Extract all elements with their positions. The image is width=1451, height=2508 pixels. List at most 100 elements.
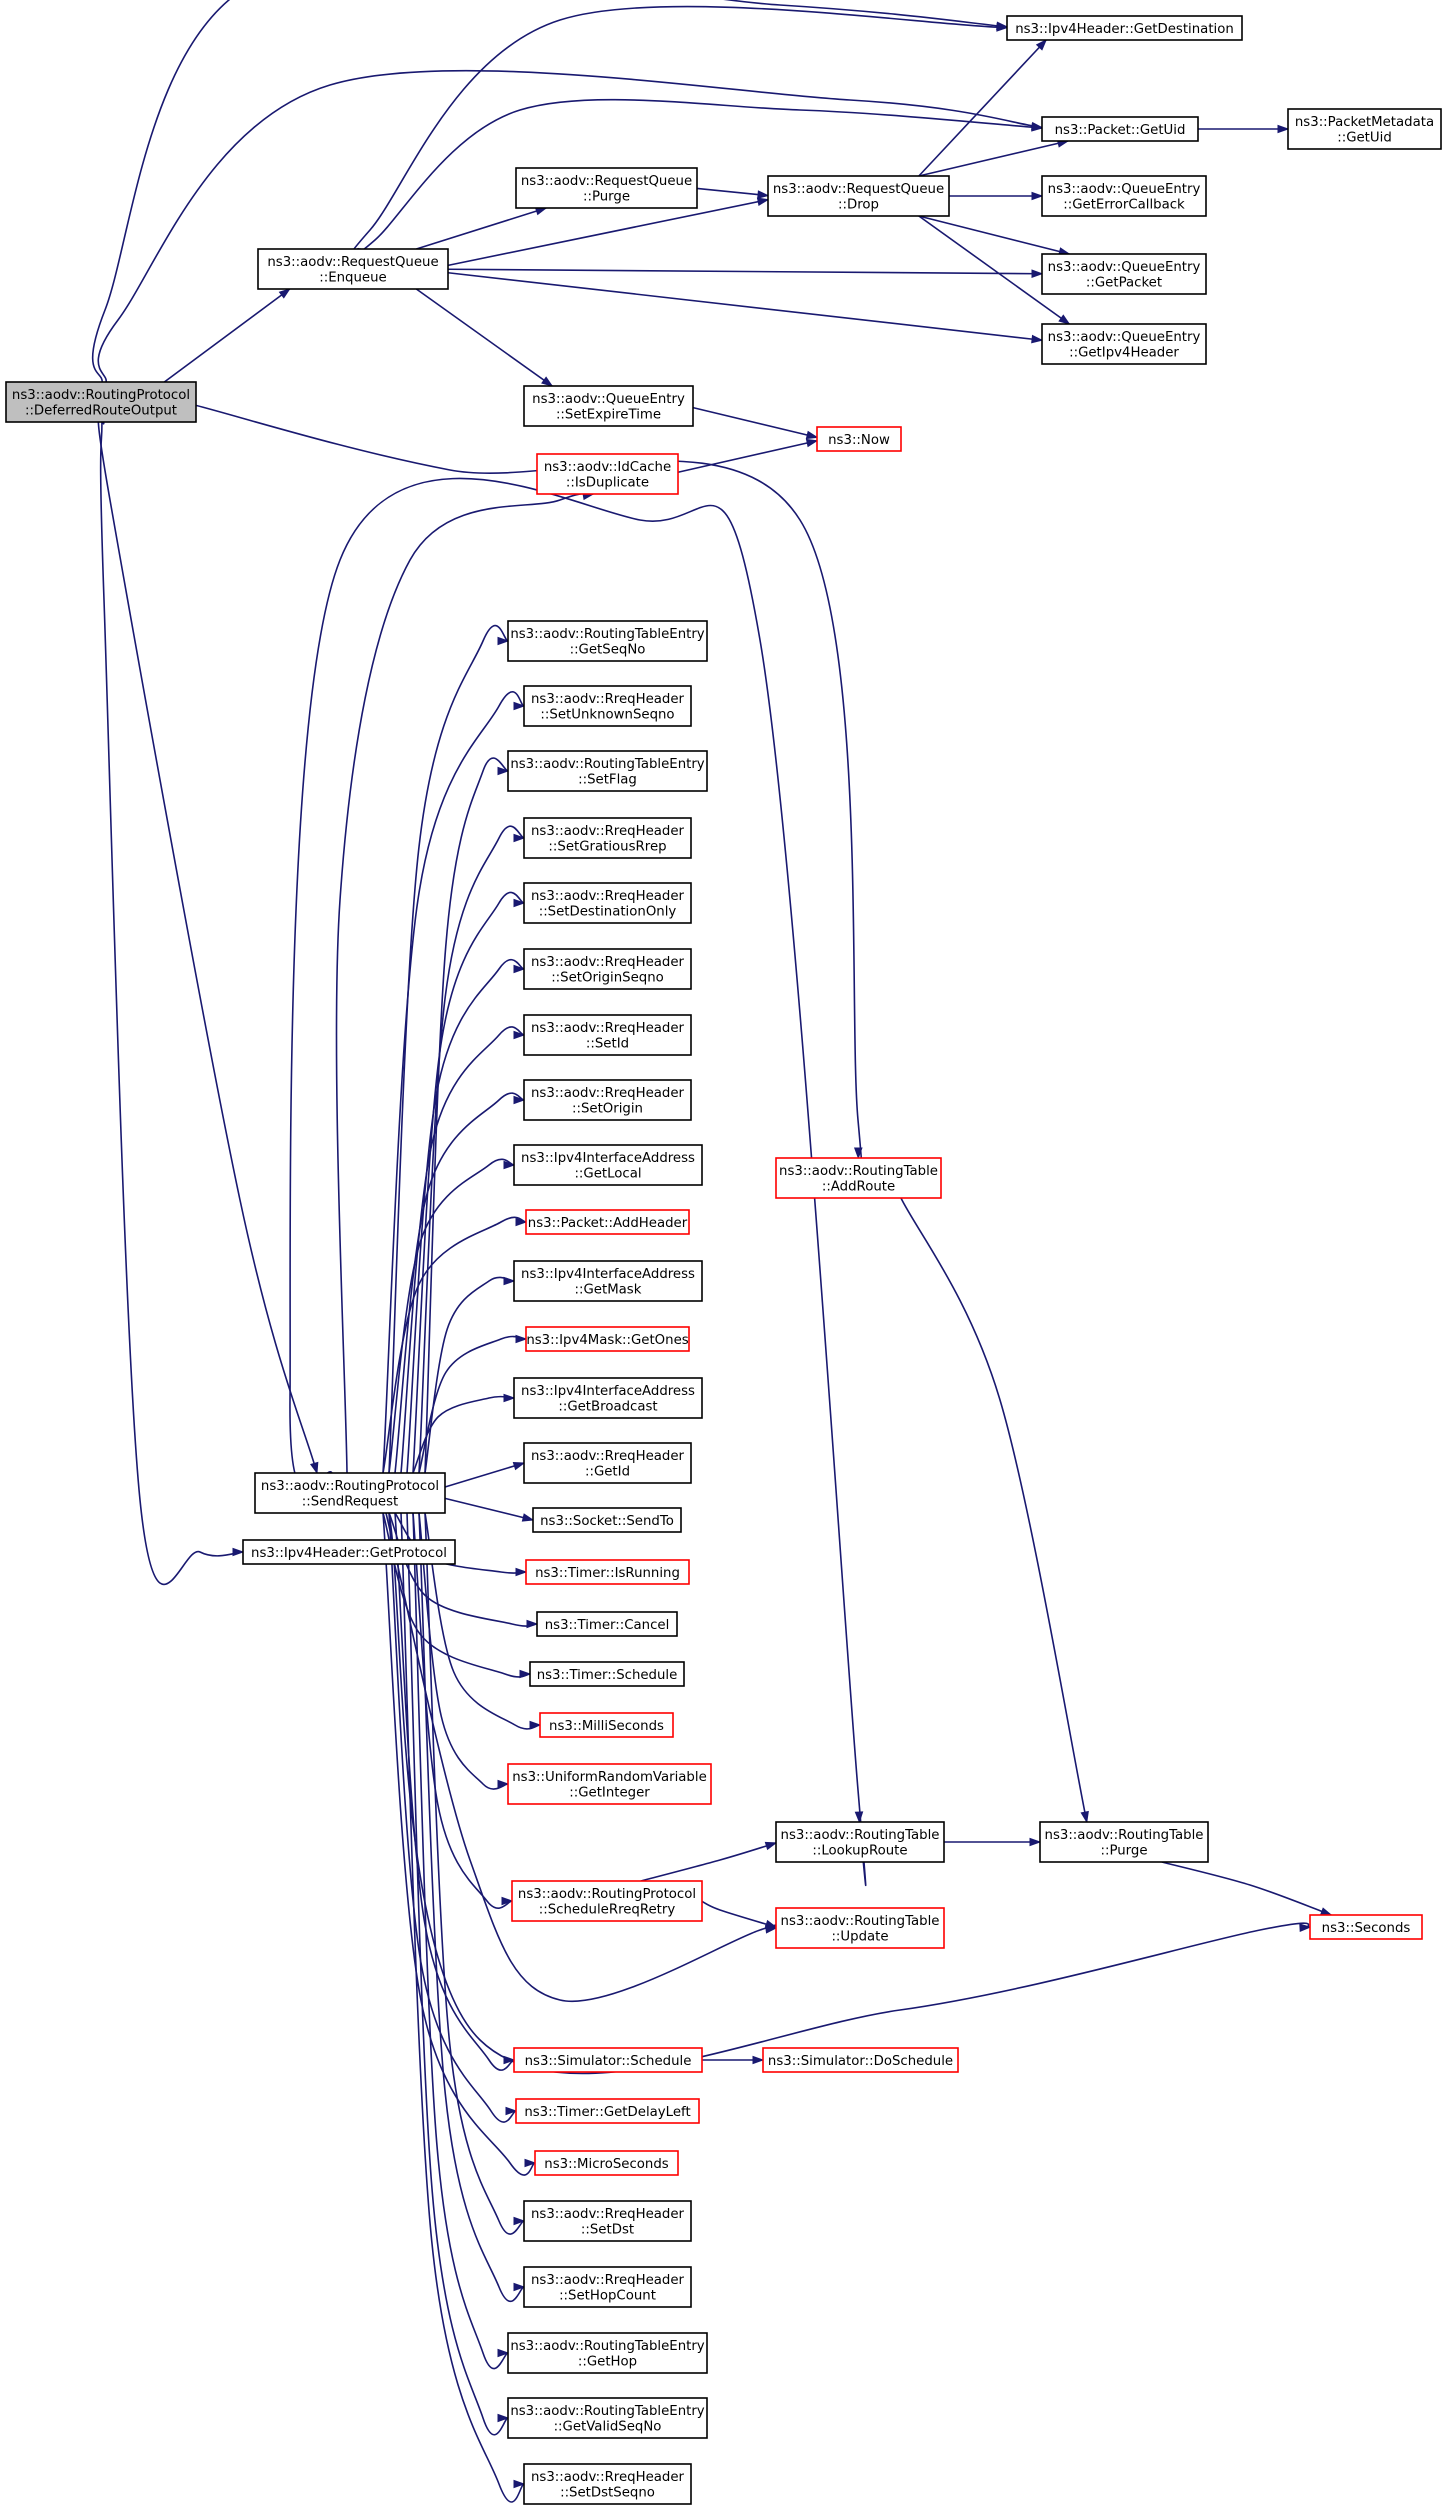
node-box[interactable] <box>507 2332 708 2374</box>
node-packet-getuid[interactable]: ns3::Packet::GetUid <box>1041 116 1199 142</box>
node-rreq-setdstseqno[interactable]: ns3::aodv::RreqHeader::SetDstSeqno <box>523 2463 692 2505</box>
node-box[interactable] <box>513 1377 703 1419</box>
node-box[interactable] <box>532 1507 682 1533</box>
node-rt-purge[interactable]: ns3::aodv::RoutingTable::Purge <box>1039 1821 1209 1863</box>
node-urv-getinteger[interactable]: ns3::UniformRandomVariable::GetInteger <box>507 1763 712 1805</box>
node-box[interactable] <box>536 1611 678 1637</box>
node-sim-doschedule[interactable]: ns3::Simulator::DoSchedule <box>762 2047 959 2073</box>
node-box[interactable] <box>816 426 902 452</box>
node-rte-getseqno[interactable]: ns3::aodv::RoutingTableEntry::GetSeqNo <box>507 620 708 662</box>
node-qe-getpacket[interactable]: ns3::aodv::QueueEntry::GetPacket <box>1041 253 1207 295</box>
node-box[interactable] <box>775 1907 945 1949</box>
node-timer-schedule[interactable]: ns3::Timer::Schedule <box>529 1661 685 1687</box>
node-box[interactable] <box>515 2098 700 2124</box>
node-rt-update[interactable]: ns3::aodv::RoutingTable::Update <box>775 1907 945 1949</box>
node-box[interactable] <box>523 817 692 859</box>
node-box[interactable] <box>1041 116 1199 142</box>
node-box[interactable] <box>254 1472 446 1514</box>
node-mask-getones[interactable]: ns3::Ipv4Mask::GetOnes <box>525 1326 690 1352</box>
node-rreq-setunknownseqno[interactable]: ns3::aodv::RreqHeader::SetUnknownSeqno <box>523 685 692 727</box>
node-rte-setflag[interactable]: ns3::aodv::RoutingTableEntry::SetFlag <box>507 750 708 792</box>
node-box[interactable] <box>523 2266 692 2308</box>
node-box[interactable] <box>1309 1914 1423 1940</box>
node-box[interactable] <box>1041 323 1207 365</box>
node-box[interactable] <box>1041 175 1207 217</box>
node-rreq-getid[interactable]: ns3::aodv::RreqHeader::GetId <box>523 1442 692 1484</box>
node-rp-schedulerreqretry[interactable]: ns3::aodv::RoutingProtocol::ScheduleRreq… <box>511 1880 703 1922</box>
node-box[interactable] <box>507 1763 712 1805</box>
node-pm-getuid[interactable]: ns3::PacketMetadata::GetUid <box>1287 108 1442 150</box>
node-timer-getdelayleft[interactable]: ns3::Timer::GetDelayLeft <box>515 2098 700 2124</box>
node-timer-isrunning[interactable]: ns3::Timer::IsRunning <box>525 1559 690 1585</box>
node-box[interactable] <box>523 2463 692 2505</box>
node-packet-addheader[interactable]: ns3::Packet::AddHeader <box>525 1209 690 1235</box>
node-box[interactable] <box>5 381 197 423</box>
node-timer-cancel[interactable]: ns3::Timer::Cancel <box>536 1611 678 1637</box>
node-iia-getmask[interactable]: ns3::Ipv4InterfaceAddress::GetMask <box>513 1260 703 1302</box>
node-rreq-sethopcount[interactable]: ns3::aodv::RreqHeader::SetHopCount <box>523 2266 692 2308</box>
node-rte-gethop[interactable]: ns3::aodv::RoutingTableEntry::GetHop <box>507 2332 708 2374</box>
node-box[interactable] <box>523 1079 692 1121</box>
node-rreq-setid[interactable]: ns3::aodv::RreqHeader::SetId <box>523 1014 692 1056</box>
node-box[interactable] <box>523 882 692 924</box>
node-box[interactable] <box>775 1157 942 1199</box>
node-box[interactable] <box>242 1539 456 1565</box>
node-qe-getipv4header[interactable]: ns3::aodv::QueueEntry::GetIpv4Header <box>1041 323 1207 365</box>
node-milliseconds[interactable]: ns3::MilliSeconds <box>539 1712 674 1738</box>
node-box[interactable] <box>536 453 679 495</box>
node-box[interactable] <box>534 2150 679 2176</box>
node-box[interactable] <box>529 1661 685 1687</box>
node-rreq-setdestinationonly[interactable]: ns3::aodv::RreqHeader::SetDestinationOnl… <box>523 882 692 924</box>
node-root[interactable]: ns3::aodv::RoutingProtocol::DeferredRout… <box>5 381 197 423</box>
node-rt-lookuproute[interactable]: ns3::aodv::RoutingTable::LookupRoute <box>775 1821 945 1863</box>
node-box[interactable] <box>775 1821 945 1863</box>
node-box[interactable] <box>513 2047 703 2073</box>
node-qe-setexpiretime[interactable]: ns3::aodv::QueueEntry::SetExpireTime <box>523 385 694 427</box>
node-ipv4-getprotocol[interactable]: ns3::Ipv4Header::GetProtocol <box>242 1539 456 1565</box>
node-iia-getbroadcast[interactable]: ns3::Ipv4InterfaceAddress::GetBroadcast <box>513 1377 703 1419</box>
node-qe-geterrorcallback[interactable]: ns3::aodv::QueueEntry::GetErrorCallback <box>1041 175 1207 217</box>
node-now[interactable]: ns3::Now <box>816 426 902 452</box>
node-box[interactable] <box>507 620 708 662</box>
node-socket-sendto[interactable]: ns3::Socket::SendTo <box>532 1507 682 1533</box>
node-box[interactable] <box>507 750 708 792</box>
node-rq-purge[interactable]: ns3::aodv::RequestQueue::Purge <box>515 167 698 209</box>
node-box[interactable] <box>762 2047 959 2073</box>
node-sendrequest[interactable]: ns3::aodv::RoutingProtocol::SendRequest <box>254 1472 446 1514</box>
node-rt-addroute[interactable]: ns3::aodv::RoutingTable::AddRoute <box>775 1157 942 1199</box>
node-box[interactable] <box>525 1209 690 1235</box>
node-box[interactable] <box>511 1880 703 1922</box>
node-rreq-setorigin[interactable]: ns3::aodv::RreqHeader::SetOrigin <box>523 1079 692 1121</box>
node-rte-getvalidseqno[interactable]: ns3::aodv::RoutingTableEntry::GetValidSe… <box>507 2397 708 2439</box>
node-box[interactable] <box>507 2397 708 2439</box>
node-box[interactable] <box>523 2200 692 2242</box>
node-box[interactable] <box>1041 253 1207 295</box>
node-box[interactable] <box>525 1559 690 1585</box>
node-box[interactable] <box>523 948 692 990</box>
node-microseconds[interactable]: ns3::MicroSeconds <box>534 2150 679 2176</box>
node-sim-schedule[interactable]: ns3::Simulator::Schedule <box>513 2047 703 2073</box>
node-rreq-setdst[interactable]: ns3::aodv::RreqHeader::SetDst <box>523 2200 692 2242</box>
node-box[interactable] <box>767 175 950 217</box>
node-box[interactable] <box>523 385 694 427</box>
node-rq-drop[interactable]: ns3::aodv::RequestQueue::Drop <box>767 175 950 217</box>
node-box[interactable] <box>525 1326 690 1352</box>
node-rreq-setgratiousrrep[interactable]: ns3::aodv::RreqHeader::SetGratiousRrep <box>523 817 692 859</box>
node-iia-getlocal[interactable]: ns3::Ipv4InterfaceAddress::GetLocal <box>513 1144 703 1186</box>
node-box[interactable] <box>513 1144 703 1186</box>
node-ipv4-getdestination[interactable]: ns3::Ipv4Header::GetDestination <box>1006 15 1243 41</box>
node-box[interactable] <box>1287 108 1442 150</box>
node-seconds[interactable]: ns3::Seconds <box>1309 1914 1423 1940</box>
node-box[interactable] <box>515 167 698 209</box>
node-box[interactable] <box>257 248 449 290</box>
node-box[interactable] <box>539 1712 674 1738</box>
node-box[interactable] <box>523 1442 692 1484</box>
node-box[interactable] <box>523 685 692 727</box>
node-box[interactable] <box>1006 15 1243 41</box>
node-box[interactable] <box>1039 1821 1209 1863</box>
node-box[interactable] <box>523 1014 692 1056</box>
node-box[interactable] <box>513 1260 703 1302</box>
node-idcache-isduplicate[interactable]: ns3::aodv::IdCache::IsDuplicate <box>536 453 679 495</box>
node-rq-enqueue[interactable]: ns3::aodv::RequestQueue::Enqueue <box>257 248 449 290</box>
node-rreq-setoriginseqno[interactable]: ns3::aodv::RreqHeader::SetOriginSeqno <box>523 948 692 990</box>
